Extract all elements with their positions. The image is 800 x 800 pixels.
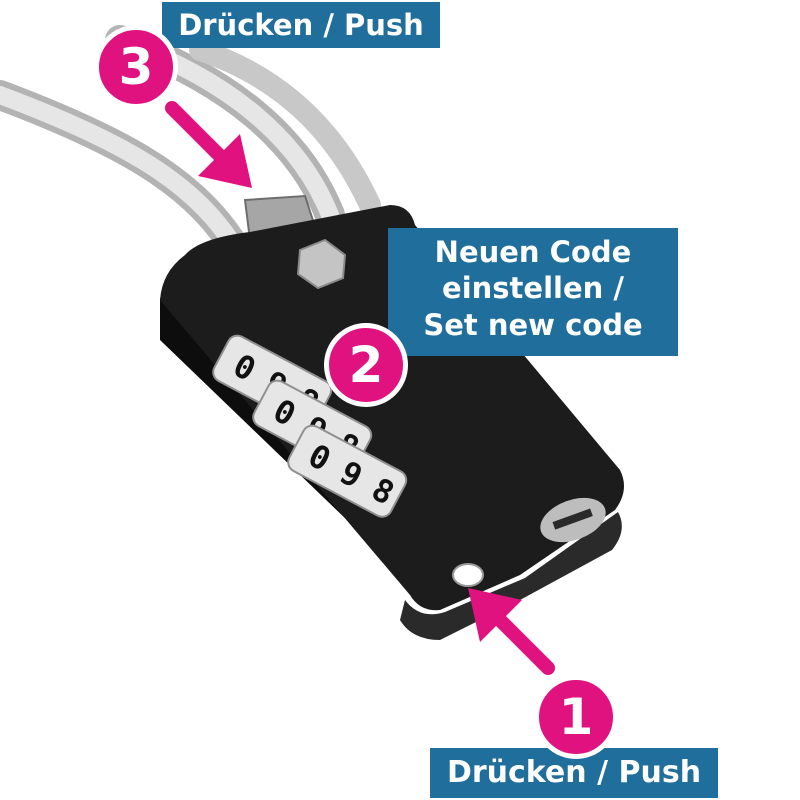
set-code-label-line1: Neuen Code bbox=[434, 235, 632, 269]
reset-hole-icon bbox=[452, 563, 484, 587]
hexagon-logo-icon bbox=[296, 238, 347, 290]
dial-3[interactable]: 0 9 8 bbox=[285, 422, 410, 520]
lock-body bbox=[160, 205, 624, 611]
cable-back bbox=[189, 39, 381, 216]
set-code-label: Neuen Code einstellen / Set new code bbox=[388, 228, 678, 356]
lock-body-bottom bbox=[400, 512, 622, 640]
set-code-label-line3: Set new code bbox=[423, 307, 643, 342]
arrow-step-1 bbox=[468, 588, 555, 675]
set-code-label-line2: einstellen / bbox=[442, 271, 624, 306]
step-2-badge: 2 bbox=[324, 323, 408, 407]
push-label-top: Drücken / Push bbox=[162, 2, 440, 48]
arrow-step-3 bbox=[165, 101, 252, 188]
keyhole-slot bbox=[552, 508, 593, 530]
cable-outer-highlight bbox=[0, 86, 239, 249]
step-1-badge: 1 bbox=[534, 675, 618, 759]
step-3-badge: 3 bbox=[94, 25, 178, 109]
